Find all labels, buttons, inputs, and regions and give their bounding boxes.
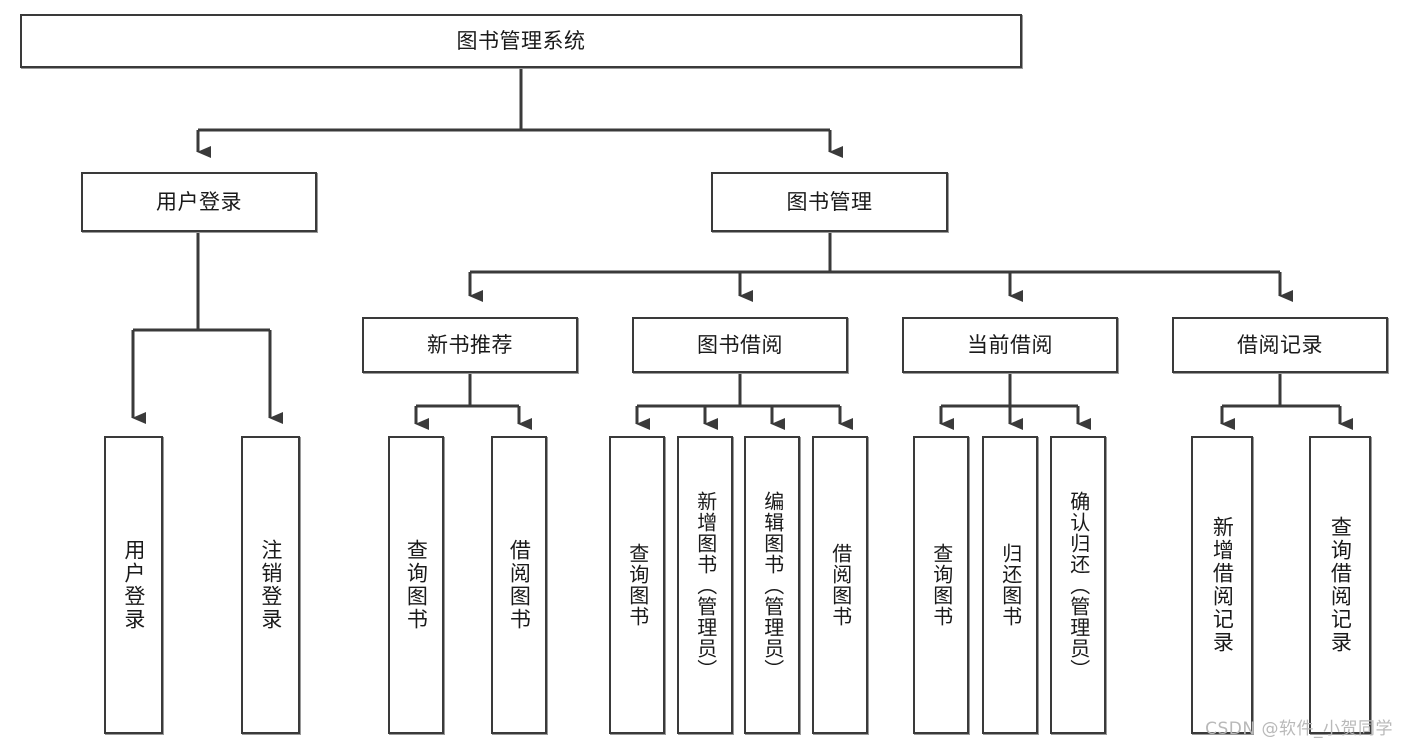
node-user-login[interactable]: 用户登录: [81, 172, 317, 232]
node-leaf-query-borrow-record-label: 查询借阅记录: [1328, 516, 1353, 654]
node-book-management-label: 图书管理: [786, 189, 873, 214]
node-leaf-borrow-book-label: 借阅图书: [828, 543, 853, 627]
node-current-borrow-label: 当前借阅: [967, 332, 1053, 357]
node-leaf-borrow-book-recommend-label: 借阅图书: [507, 539, 532, 631]
node-leaf-return-book[interactable]: 归还图书: [982, 436, 1038, 734]
node-new-book-recommend-label: 新书推荐: [427, 332, 513, 357]
node-leaf-add-book[interactable]: 新增图书（管理员）: [677, 436, 733, 734]
node-leaf-query-borrow-record[interactable]: 查询借阅记录: [1309, 436, 1371, 734]
node-leaf-query-book-borrow[interactable]: 查询图书: [609, 436, 665, 734]
node-leaf-add-book-label: 新增图书（管理员）: [693, 490, 718, 680]
node-leaf-confirm-return[interactable]: 确认归还（管理员）: [1050, 436, 1106, 734]
node-leaf-edit-book[interactable]: 编辑图书（管理员）: [744, 436, 800, 734]
node-root-label: 图书管理系统: [456, 28, 586, 53]
node-leaf-borrow-book[interactable]: 借阅图书: [812, 436, 868, 734]
node-leaf-query-book-recommend[interactable]: 查询图书: [388, 436, 444, 734]
node-root[interactable]: 图书管理系统: [20, 14, 1022, 68]
node-book-borrow-label: 图书借阅: [697, 332, 783, 357]
node-borrow-records[interactable]: 借阅记录: [1172, 317, 1388, 373]
node-leaf-logout[interactable]: 注销登录: [241, 436, 300, 734]
node-book-borrow[interactable]: 图书借阅: [632, 317, 848, 373]
node-leaf-return-book-label: 归还图书: [998, 543, 1023, 627]
node-leaf-confirm-return-label: 确认归还（管理员）: [1066, 490, 1091, 680]
node-leaf-logout-label: 注销登录: [258, 539, 283, 631]
node-book-management[interactable]: 图书管理: [711, 172, 948, 232]
node-leaf-edit-book-label: 编辑图书（管理员）: [760, 490, 785, 680]
node-leaf-query-book-borrow-label: 查询图书: [625, 543, 650, 627]
node-leaf-query-book-current[interactable]: 查询图书: [913, 436, 969, 734]
node-leaf-borrow-book-recommend[interactable]: 借阅图书: [491, 436, 547, 734]
node-borrow-records-label: 借阅记录: [1237, 332, 1323, 357]
node-new-book-recommend[interactable]: 新书推荐: [362, 317, 578, 373]
node-user-login-label: 用户登录: [156, 189, 242, 214]
node-current-borrow[interactable]: 当前借阅: [902, 317, 1118, 373]
node-leaf-add-borrow-record-label: 新增借阅记录: [1210, 516, 1235, 654]
watermark: CSDN @软件_小贺同学: [1205, 719, 1393, 739]
node-leaf-user-login[interactable]: 用户登录: [104, 436, 163, 734]
node-leaf-user-login-label: 用户登录: [121, 539, 146, 631]
node-leaf-query-book-current-label: 查询图书: [929, 543, 954, 627]
node-leaf-query-book-recommend-label: 查询图书: [404, 539, 429, 631]
node-leaf-add-borrow-record[interactable]: 新增借阅记录: [1191, 436, 1253, 734]
